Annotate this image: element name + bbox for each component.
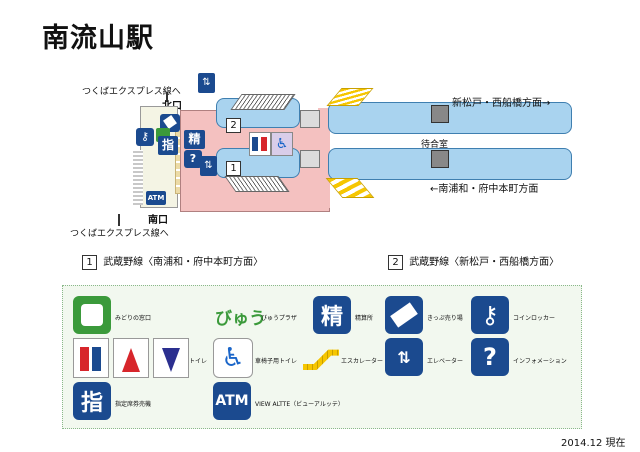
legend-seisan-label: 精算所 bbox=[355, 315, 374, 322]
tx-north-arrow bbox=[166, 92, 168, 102]
stair-grey-south bbox=[224, 176, 290, 192]
platform-note-1-text: 武蔵野線〈南浦和・府中本町方面〉 bbox=[103, 257, 264, 268]
tx-south-label: つくばエクスプレス線へ bbox=[70, 229, 169, 239]
south-exit-label: 南口 bbox=[148, 215, 168, 226]
legend-wheelchair-label: 車椅子用トイレ bbox=[255, 358, 298, 365]
ramp-south bbox=[300, 150, 320, 168]
legend-escalator-label: エスカレーター bbox=[341, 358, 384, 365]
legend-toilet-label: トイレ bbox=[189, 358, 208, 365]
toilet-combined-icon bbox=[73, 338, 109, 378]
upper-direction-label: 新松戸・西船橋方面→ bbox=[452, 98, 551, 109]
legend-kippu-label: きっぷ売り場 bbox=[427, 315, 463, 322]
platform-note-1: 1 武蔵野線〈南浦和・府中本町方面〉 bbox=[82, 253, 263, 270]
stair-grey-north bbox=[230, 94, 296, 110]
date-note: 2014.12 現在 bbox=[561, 438, 626, 449]
waiting-room-box-north bbox=[431, 105, 449, 123]
escalator-icon bbox=[303, 349, 339, 370]
ticket-machine-icon bbox=[385, 296, 423, 334]
platform-note-1-number: 1 bbox=[82, 255, 97, 270]
platform-1-number: 1 bbox=[226, 156, 241, 176]
seisan-sign: 精 bbox=[184, 130, 205, 149]
platform-2-east bbox=[328, 102, 572, 134]
waiting-room-label: 待合室 bbox=[421, 140, 449, 150]
legend-panel: みどりの窓口 びゅう びゅうプラザ 精 精算所 きっぷ売り場 ⚷ コインロッカー… bbox=[62, 285, 582, 429]
toilet-icon bbox=[249, 132, 271, 156]
toilet-male-icon bbox=[153, 338, 189, 378]
wheelchair-toilet-icon: ♿ bbox=[271, 132, 293, 156]
platform-note-2-text: 武蔵野線〈新松戸・西船橋方面〉 bbox=[409, 257, 560, 268]
platform-2-number: 2 bbox=[226, 113, 241, 133]
ticket-machine-icon bbox=[160, 114, 180, 132]
legend-shitei-label: 指定席券売機 bbox=[115, 401, 152, 408]
lower-direction-label: ←南浦和・府中本町方面 bbox=[430, 184, 539, 195]
tx-north-label: つくばエクスプレス線へ bbox=[82, 87, 181, 97]
info-icon: ? bbox=[471, 338, 509, 376]
shitei-seat-machine-sign: 指 bbox=[158, 136, 178, 155]
platform-note-2-number: 2 bbox=[388, 255, 403, 270]
coin-locker-icon: ⚷ bbox=[136, 128, 154, 146]
elevator-icon-bottom: ⇅ bbox=[200, 156, 217, 176]
legend-atm-label: VIEW ALTTE（ビューアルッテ） bbox=[255, 401, 344, 408]
toilet-icon-group bbox=[73, 338, 189, 378]
legend-locker-label: コインロッカー bbox=[513, 315, 556, 322]
elevator-icon: ⇅ bbox=[385, 338, 423, 376]
legend-viewplaza-label: びゅうプラザ bbox=[261, 315, 297, 322]
elevator-icon-top: ⇅ bbox=[198, 73, 215, 93]
coin-locker-icon: ⚷ bbox=[471, 296, 509, 334]
shitei-seat-icon: 指 bbox=[73, 382, 111, 420]
station-map: つくばエクスプレス線へ 北口 南口 つくばエクスプレス線へ 2 1 ⇅ ⚷ 指 … bbox=[70, 73, 572, 239]
tx-south-arrow bbox=[118, 214, 120, 226]
seisan-icon: 精 bbox=[313, 296, 351, 334]
atm-sign: ATM bbox=[146, 191, 166, 205]
ramp-north bbox=[300, 110, 320, 128]
concourse-cross-bridge bbox=[318, 108, 330, 208]
platform-1-east bbox=[328, 148, 572, 180]
page-title: 南流山駅 bbox=[42, 23, 154, 54]
atm-icon: ATM bbox=[213, 382, 251, 420]
waiting-room-box-south bbox=[431, 150, 449, 168]
info-icon: ? bbox=[184, 150, 202, 168]
midori-window-icon bbox=[73, 296, 111, 334]
viewplaza-logo: びゅう bbox=[215, 309, 266, 329]
platform-note-2: 2 武蔵野線〈新松戸・西船橋方面〉 bbox=[388, 253, 559, 270]
wheelchair-icon: ♿ bbox=[213, 338, 253, 378]
toilet-female-icon bbox=[113, 338, 149, 378]
exit-stair-hatch bbox=[133, 150, 143, 205]
legend-info-label: インフォメーション bbox=[513, 358, 567, 365]
legend-elevator-label: エレベーター bbox=[427, 358, 464, 365]
escalator-south bbox=[325, 178, 375, 198]
legend-midori-label: みどりの窓口 bbox=[115, 315, 152, 322]
